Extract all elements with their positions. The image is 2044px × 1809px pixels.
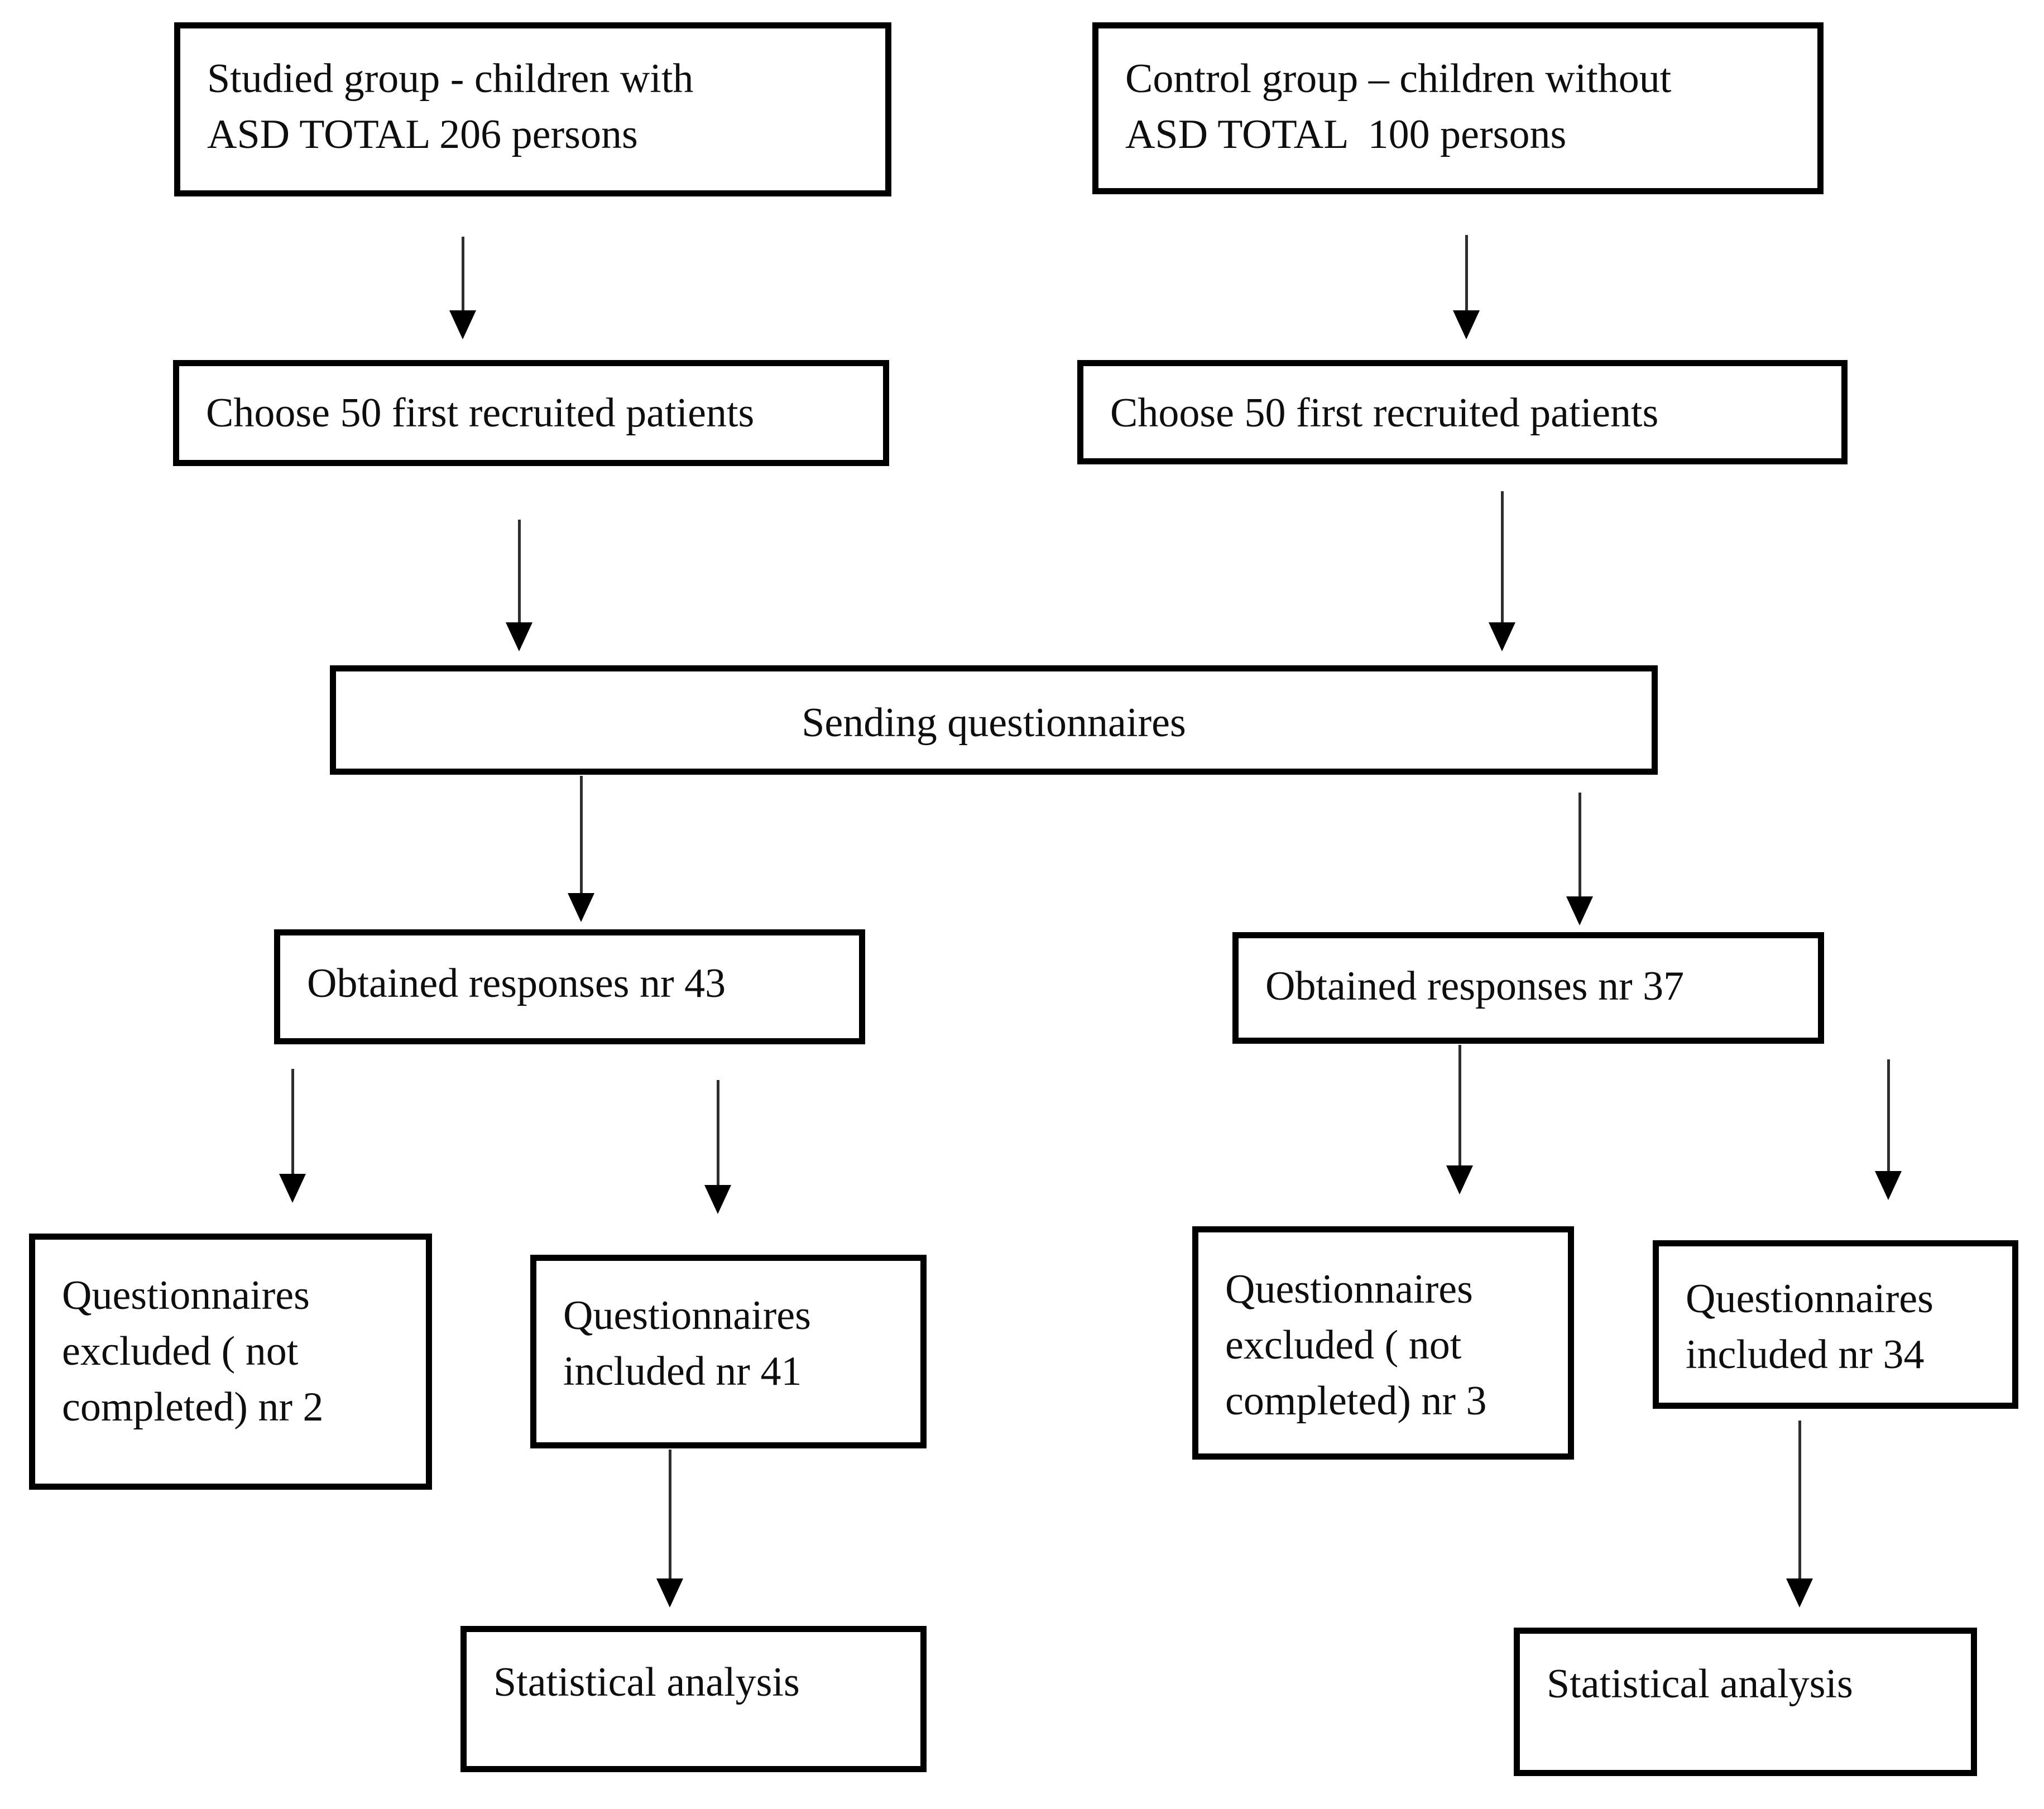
arrow-shaft — [461, 237, 464, 310]
node-excluded-right: Questionnaires excluded ( not completed)… — [1192, 1226, 1574, 1460]
node-obtained-left: Obtained responses nr 43 — [274, 929, 865, 1044]
node-statistical-right: Statistical analysis — [1514, 1628, 1977, 1776]
node-control-group: Control group – children without ASD TOT… — [1092, 22, 1824, 194]
arrow-down-icon — [656, 1578, 683, 1608]
node-included-left: Questionnaires included nr 41 — [530, 1255, 927, 1448]
arrow-down-icon — [704, 1185, 731, 1214]
arrow-shaft — [517, 520, 521, 622]
arrow-shaft — [1465, 235, 1468, 310]
arrow-obtained-left-to-excluded-left — [279, 1069, 306, 1203]
node-sending-questionnaires: Sending questionnaires — [330, 665, 1658, 775]
node-obtained-right: Obtained responses nr 37 — [1232, 932, 1824, 1044]
arrow-down-icon — [568, 893, 594, 922]
arrow-shaft — [1578, 793, 1581, 896]
arrow-obtained-left-to-included-left — [704, 1080, 731, 1214]
node-statistical-left: Statistical analysis — [460, 1626, 927, 1772]
arrow-shaft — [1887, 1059, 1890, 1171]
arrow-sending-to-obtained-left — [568, 776, 594, 922]
arrow-down-icon — [1566, 896, 1593, 925]
node-choose-right: Choose 50 first recruited patients — [1077, 360, 1848, 464]
arrow-down-icon — [506, 622, 532, 651]
arrow-down-icon — [1489, 622, 1515, 651]
arrow-shaft — [291, 1069, 294, 1174]
arrow-shaft — [1458, 1045, 1461, 1165]
arrow-down-icon — [449, 310, 476, 339]
arrow-sending-to-obtained-right — [1566, 793, 1593, 925]
arrow-shaft — [716, 1080, 719, 1185]
arrow-included-right-to-stat-right — [1786, 1421, 1813, 1608]
arrow-obtained-right-to-excluded-right — [1446, 1045, 1473, 1194]
arrow-control-to-choose-right — [1453, 235, 1480, 339]
arrow-down-icon — [1786, 1578, 1813, 1608]
arrow-shaft — [1500, 491, 1504, 622]
arrow-included-left-to-stat-left — [656, 1450, 683, 1608]
arrow-obtained-right-to-included-right — [1875, 1059, 1902, 1200]
node-included-right: Questionnaires included nr 34 — [1653, 1240, 2018, 1409]
arrow-choose-left-to-sending — [506, 520, 532, 651]
arrow-down-icon — [1875, 1171, 1902, 1200]
node-excluded-left: Questionnaires excluded ( not completed)… — [29, 1234, 432, 1490]
arrow-down-icon — [1446, 1165, 1473, 1194]
node-studied-group: Studied group - children with ASD TOTAL … — [174, 22, 891, 196]
arrow-choose-right-to-sending — [1489, 491, 1515, 651]
arrow-down-icon — [1453, 310, 1480, 339]
arrow-studied-to-choose-left — [449, 237, 476, 339]
arrow-down-icon — [279, 1174, 306, 1203]
arrow-shaft — [1798, 1421, 1801, 1578]
arrow-shaft — [668, 1450, 671, 1578]
node-choose-left: Choose 50 first recruited patients — [173, 360, 889, 466]
arrow-shaft — [579, 776, 583, 893]
